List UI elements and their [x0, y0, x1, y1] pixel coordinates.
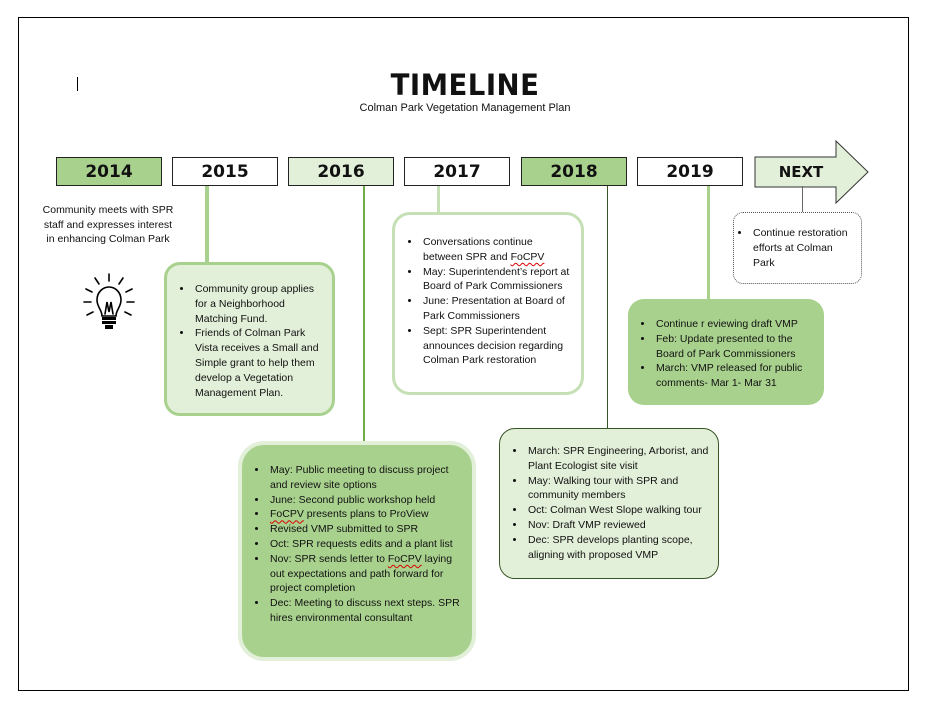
entry-2016-list: May: Public meeting to discuss project a…	[242, 463, 466, 626]
list-item: May: Public meeting to discuss project a…	[268, 463, 466, 493]
list-item: Dec: SPR develops planting scope, aligni…	[526, 533, 714, 563]
text-cursor	[77, 77, 78, 91]
connector-next	[802, 186, 803, 213]
connector-2017	[437, 186, 440, 214]
list-item: June: Presentation at Board of Park Comm…	[421, 294, 575, 324]
entry-2017-box: Conversations continue between SPR and F…	[392, 212, 584, 395]
list-item: March: SPR Engineering, Arborist, and Pl…	[526, 444, 714, 474]
entry-2015-list: Community group applies for a Neighborho…	[167, 282, 324, 400]
page-title: TIMELINE	[390, 68, 540, 102]
next-arrow-shape	[754, 140, 869, 204]
list-item: Nov: SPR sends letter to FoCPV laying ou…	[268, 552, 466, 596]
list-item: Dec: Meeting to discuss next steps. SPR …	[268, 596, 466, 626]
year-2015: 2015	[172, 157, 278, 186]
list-item: Continue restoration efforts at Colman P…	[751, 226, 857, 270]
entry-next-list: Continue restoration efforts at Colman P…	[734, 226, 857, 270]
page-subtitle: Colman Park Vegetation Management Plan	[359, 102, 571, 114]
connector-2018	[607, 186, 608, 429]
year-2017: 2017	[404, 157, 510, 186]
year-2014: 2014	[56, 157, 162, 186]
list-item: Feb: Update presented to the Board of Pa…	[654, 332, 818, 362]
list-item: Sept: SPR Superintendent announces decis…	[421, 324, 575, 368]
year-2016: 2016	[288, 157, 394, 186]
entry-2014-text: Community meets with SPR staff and expre…	[42, 204, 174, 245]
year-2019: 2019	[637, 157, 743, 186]
spell-flag-focpv: FoCPV	[387, 552, 422, 565]
year-next: NEXT	[778, 163, 824, 181]
lightbulb-icon	[83, 273, 135, 329]
list-item: June: Second public workshop held	[268, 493, 466, 508]
list-item: Conversations continue between SPR and F…	[421, 235, 575, 265]
entry-2018-list: March: SPR Engineering, Arborist, and Pl…	[500, 444, 714, 562]
list-item: Friends of Colman Park Vista receives a …	[193, 326, 324, 400]
list-item: Community group applies for a Neighborho…	[193, 282, 324, 326]
entry-next-box: Continue restoration efforts at Colman P…	[733, 212, 862, 284]
list-item: FoCPV presents plans to ProView	[268, 507, 466, 522]
spell-flag-focpv: FoCPV	[270, 508, 304, 521]
entry-2019-box: Continue r eviewing draft VMP Feb: Updat…	[628, 299, 824, 405]
connector-2019	[707, 186, 710, 300]
list-item: Nov: Draft VMP reviewed	[526, 518, 714, 533]
list-item: May: Walking tour with SPR and community…	[526, 474, 714, 504]
entry-2018-box: March: SPR Engineering, Arborist, and Pl…	[499, 428, 719, 579]
list-item: Oct: Colman West Slope walking tour	[526, 503, 714, 518]
list-item: Oct: SPR requests edits and a plant list	[268, 537, 466, 552]
connector-2016	[363, 186, 365, 444]
connector-2015	[205, 186, 209, 264]
spell-flag-focpv: FoCPV	[510, 250, 545, 263]
entry-2016-box: May: Public meeting to discuss project a…	[238, 441, 476, 661]
list-item: March: VMP released for public comments-…	[654, 361, 818, 391]
page-frame	[18, 17, 909, 691]
entry-2017-list: Conversations continue between SPR and F…	[395, 235, 575, 368]
entry-2019-list: Continue r eviewing draft VMP Feb: Updat…	[628, 317, 818, 391]
year-2018: 2018	[521, 157, 627, 186]
list-item: May: Superintendent’s report at Board of…	[421, 265, 575, 295]
entry-2015-box: Community group applies for a Neighborho…	[164, 262, 335, 416]
list-item: Continue r eviewing draft VMP	[654, 317, 818, 332]
list-item: Revised VMP submitted to SPR	[268, 522, 466, 537]
